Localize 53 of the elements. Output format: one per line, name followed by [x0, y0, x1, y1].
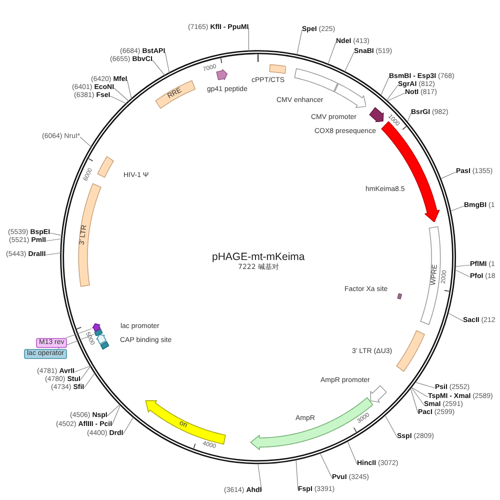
leader-line	[152, 60, 166, 76]
leader-line	[296, 30, 302, 56]
leader-line	[440, 172, 456, 179]
leader-line	[320, 453, 332, 478]
leader-line	[407, 112, 412, 122]
site-marker	[100, 341, 110, 350]
directional-feature	[216, 68, 228, 80]
feature-block	[294, 68, 339, 92]
leader-line	[112, 404, 121, 426]
directional-feature	[250, 397, 374, 451]
leader-line	[344, 52, 354, 72]
leader-line	[114, 88, 130, 102]
leader-line	[84, 372, 96, 388]
leader-line	[450, 206, 464, 212]
directional-feature	[368, 106, 384, 122]
plasmid-name: pHAGE-mt-mKeima	[212, 251, 305, 263]
leader-line	[410, 388, 418, 414]
feature-block	[396, 330, 426, 372]
leader-line	[412, 387, 428, 398]
leader-line	[380, 76, 390, 96]
directional-feature	[334, 82, 366, 108]
leader-line	[385, 416, 398, 438]
feature-block	[96, 156, 114, 178]
leader-line	[416, 382, 436, 388]
leader-line	[80, 136, 92, 148]
leader-line	[448, 313, 464, 322]
leader-line	[296, 460, 298, 490]
directional-feature	[370, 385, 387, 404]
leader-line	[248, 28, 250, 52]
site-marker	[397, 292, 402, 300]
leader-line	[456, 264, 470, 267]
leader-line	[65, 328, 92, 338]
leader-line	[164, 52, 170, 74]
leader-line	[387, 92, 406, 102]
leader-line	[46, 238, 62, 242]
leader-line	[328, 42, 336, 64]
leader-line	[74, 366, 91, 372]
leader-line	[107, 404, 120, 416]
leader-line	[80, 366, 91, 380]
feature-block	[268, 64, 286, 74]
leader-line	[45, 252, 62, 256]
leader-line	[348, 442, 358, 464]
directional-feature	[96, 334, 107, 345]
leader-line	[110, 96, 127, 104]
directional-feature	[92, 322, 101, 332]
leader-line	[411, 388, 424, 406]
leader-line	[386, 84, 398, 101]
leader-line	[50, 232, 62, 236]
leader-line	[122, 417, 134, 434]
site-marker	[94, 328, 103, 336]
leader-line	[455, 270, 470, 278]
leader-line	[126, 80, 132, 100]
leader-line	[258, 464, 262, 492]
